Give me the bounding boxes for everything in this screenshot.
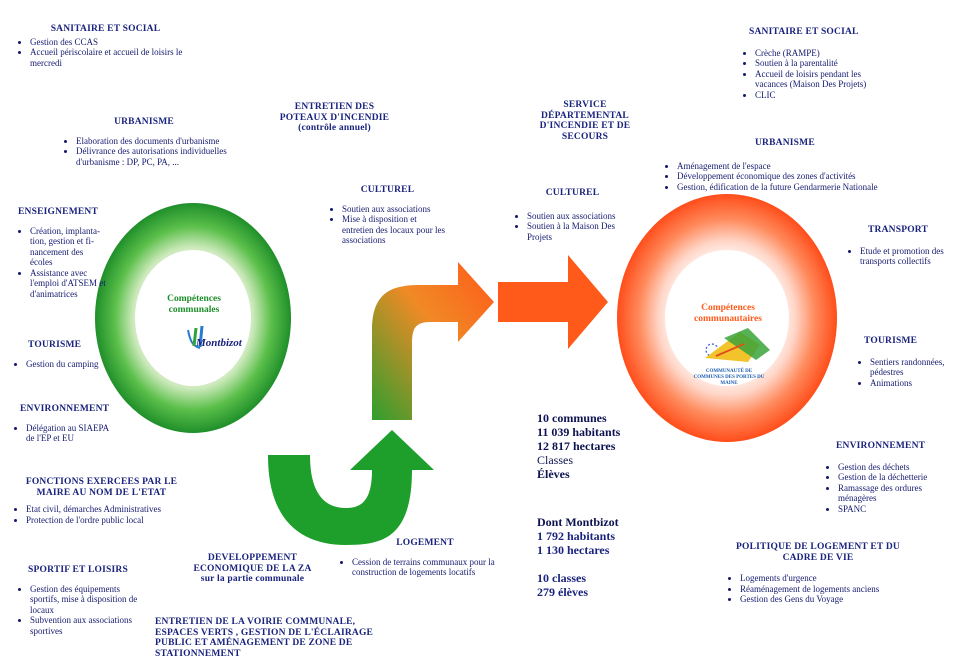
list-item: Délivrance des autorisations individuell… (76, 146, 249, 167)
list-item: Gestion des Gens du Voyage (740, 594, 928, 605)
right-politique-title: POLITIQUE DE LOGEMENT ET DU CADRE DE VIE (736, 542, 900, 563)
right-transport-block: TRANSPORT Etude et promotion des transpo… (848, 225, 948, 267)
list-item: Protection de l'ordre public local (26, 515, 204, 526)
stat-m-habitants: 1 792 habitants (537, 529, 616, 543)
left-sportif-title: SPORTIF ET LOISIRS (28, 565, 128, 575)
list-item: Accueil périscolaire et accueil de loisi… (30, 47, 198, 68)
right-environnement-block: ENVIRONNEMENT Gestion des déchets Gestio… (826, 441, 951, 514)
list-item: Elaboration des documents d'urbanisme (76, 136, 249, 147)
list-item: Cession de terrains communaux pour la co… (352, 557, 510, 578)
right-culturel-title: CULTUREL (545, 188, 600, 198)
list-item: Gestion du camping (26, 359, 114, 370)
left-tourisme-title: TOURISME (28, 340, 82, 350)
list-item: Mise à disposition et entretien des loca… (342, 214, 450, 246)
list-item: Gestion de la déchetterie (838, 472, 951, 483)
left-logement-title: LOGEMENT (396, 538, 454, 548)
list-item: Soutien à la Maison Des Projets (527, 221, 635, 242)
list-item: Soutien à la parentalité (755, 58, 893, 69)
left-poteaux-title: ENTRETIEN DES POTEAUX D'INCENDIE (279, 102, 390, 123)
curved-arrow (372, 262, 494, 420)
right-arrow (498, 255, 608, 349)
left-urbanisme-block: URBANISME Elaboration des documents d'ur… (64, 117, 249, 167)
left-logement-block: LOGEMENT Cession de terrains communaux p… (340, 538, 510, 578)
list-item: Logements d'urgence (740, 573, 928, 584)
list-item: Réaménagement de logements anciens (740, 584, 928, 595)
green-ring-inner (135, 250, 251, 386)
left-environnement-title: ENVIRONNEMENT (20, 404, 110, 414)
list-item: Gestion des CCAS (30, 37, 198, 48)
right-politique-block: POLITIQUE DE LOGEMENT ET DU CADRE DE VIE… (728, 542, 928, 605)
list-item: Aménagement de l'espace (677, 161, 905, 172)
stat-classes: Classes (537, 453, 573, 467)
list-item: Subvention aux associations sportives (30, 615, 143, 636)
left-environnement-block: ENVIRONNEMENT Délégation au SIAEPA de l'… (14, 404, 114, 444)
stat-dont: Dont Montbizot (537, 515, 619, 529)
right-sanitaire-title: SANITAIRE ET SOCIAL (749, 27, 859, 37)
left-poteaux-subtitle: (contrôle annuel) (298, 123, 371, 133)
stat-m-hectares: 1 130 hectares (537, 543, 610, 557)
green-u-arrow (268, 430, 434, 545)
list-item: Animations (870, 378, 948, 389)
right-sanitaire-block: SANITAIRE ET SOCIAL Crèche (RAMPE) Souti… (743, 27, 893, 100)
left-circle-label: Compétences communales (167, 294, 221, 315)
list-item: Gestion, édification de la future Gendar… (677, 182, 905, 193)
right-tourisme-title: TOURISME (864, 336, 918, 346)
list-item: Accueil de loisirs pendant les vacances … (755, 69, 893, 90)
left-enseignement-title: ENSEIGNEMENT (18, 207, 99, 217)
right-environnement-title: ENVIRONNEMENT (836, 441, 926, 451)
stat-m-eleves: 279 élèves (537, 585, 588, 599)
list-item: Etat civil, démarches Administratives (26, 504, 204, 515)
list-item: SPANC (838, 504, 951, 515)
list-item: Délégation au SIAEPA de l'EP et EU (26, 423, 114, 444)
right-service-block: SERVICE DÉPARTEMENTAL D'INCENDIE ET DE S… (530, 100, 640, 142)
list-item: Développement économique des zones d'act… (677, 171, 905, 182)
list-item: Sentiers randonnées, pédestres (870, 357, 948, 378)
left-fonctions-title: FONCTIONS EXERCEES PAR LE MAIRE AU NOM D… (25, 477, 178, 498)
left-voirie-block: ENTRETIEN DE LA VOIRIE COMMUNALE, ESPACE… (155, 617, 380, 659)
list-item: Soutien aux associations (527, 211, 635, 222)
list-item: Ramassage des ordures ménagères (838, 483, 951, 504)
list-item: Crèche (RAMPE) (755, 48, 893, 59)
left-poteaux-block: ENTRETIEN DES POTEAUX D'INCENDIE (contrô… (272, 102, 397, 134)
left-sportif-block: SPORTIF ET LOISIRS Gestion des équipemen… (18, 565, 143, 636)
left-fonctions-block: FONCTIONS EXERCEES PAR LE MAIRE AU NOM D… (14, 477, 204, 525)
right-circle-label: Compétences communautaires (694, 303, 762, 324)
left-developpement-block: DEVELOPPEMENT ECONOMIQUE DE LA ZA sur la… (190, 553, 315, 585)
left-logo-text: Montbizot (196, 337, 242, 349)
stat-m-classes: 10 classes (537, 571, 586, 585)
list-item: Assistance avec l'emploi d'ATSEM et d'an… (30, 268, 106, 300)
communaute-logo (705, 328, 770, 362)
left-voirie-title: ENTRETIEN DE LA VOIRIE COMMUNALE, ESPACE… (155, 617, 374, 659)
right-transport-title: TRANSPORT (868, 225, 929, 235)
right-tourisme-block: TOURISME Sentiers randonnées, pédestres … (858, 336, 948, 388)
right-culturel-block: CULTUREL Soutien aux associations Soutie… (515, 188, 635, 242)
community-stats: 10 communes 11 039 habitants 12 817 hect… (537, 411, 667, 481)
left-culturel-block: CULTUREL Soutien aux associations Mise à… (330, 185, 450, 246)
montbizot-logo (187, 325, 204, 349)
left-sanitaire-title: SANITAIRE ET SOCIAL (50, 24, 161, 34)
stat-habitants: 11 039 habitants (537, 425, 621, 439)
left-developpement-subtitle: sur la partie communale (200, 574, 305, 584)
list-item: Soutien aux associations (342, 204, 450, 215)
right-urbanisme-title: URBANISME (755, 138, 815, 148)
right-service-title: SERVICE DÉPARTEMENTAL D'INCENDIE ET DE S… (539, 100, 631, 142)
left-culturel-title: CULTUREL (360, 185, 415, 195)
stat-communes: 10 communes (537, 411, 607, 425)
left-developpement-title: DEVELOPPEMENT ECONOMIQUE DE LA ZA (193, 553, 312, 574)
right-logo-text: COMMUNAUTÉ DE COMMUNES DES PORTES DU MAI… (693, 369, 765, 386)
stat-hectares: 12 817 hectares (537, 439, 616, 453)
list-item: Création, implanta-tion, gestion et fi-n… (30, 226, 106, 268)
list-item: CLIC (755, 90, 893, 101)
left-enseignement-block: ENSEIGNEMENT Création, implanta-tion, ge… (18, 207, 106, 299)
left-urbanisme-title: URBANISME (114, 117, 174, 127)
left-sanitaire-block: SANITAIRE ET SOCIAL Gestion des CCAS Acc… (18, 24, 198, 68)
stat-eleves: Élèves (537, 467, 570, 481)
list-item: Etude et promotion des transports collec… (860, 246, 948, 267)
montbizot-stats: Dont Montbizot 1 792 habitants 1 130 hec… (537, 515, 667, 599)
list-item: Gestion des déchets (838, 462, 951, 473)
list-item: Gestion des équipements sportifs, mise à… (30, 584, 143, 616)
right-urbanisme-block: URBANISME Aménagement de l'espace Dévelo… (665, 138, 905, 192)
left-tourisme-block: TOURISME Gestion du camping (14, 340, 114, 369)
